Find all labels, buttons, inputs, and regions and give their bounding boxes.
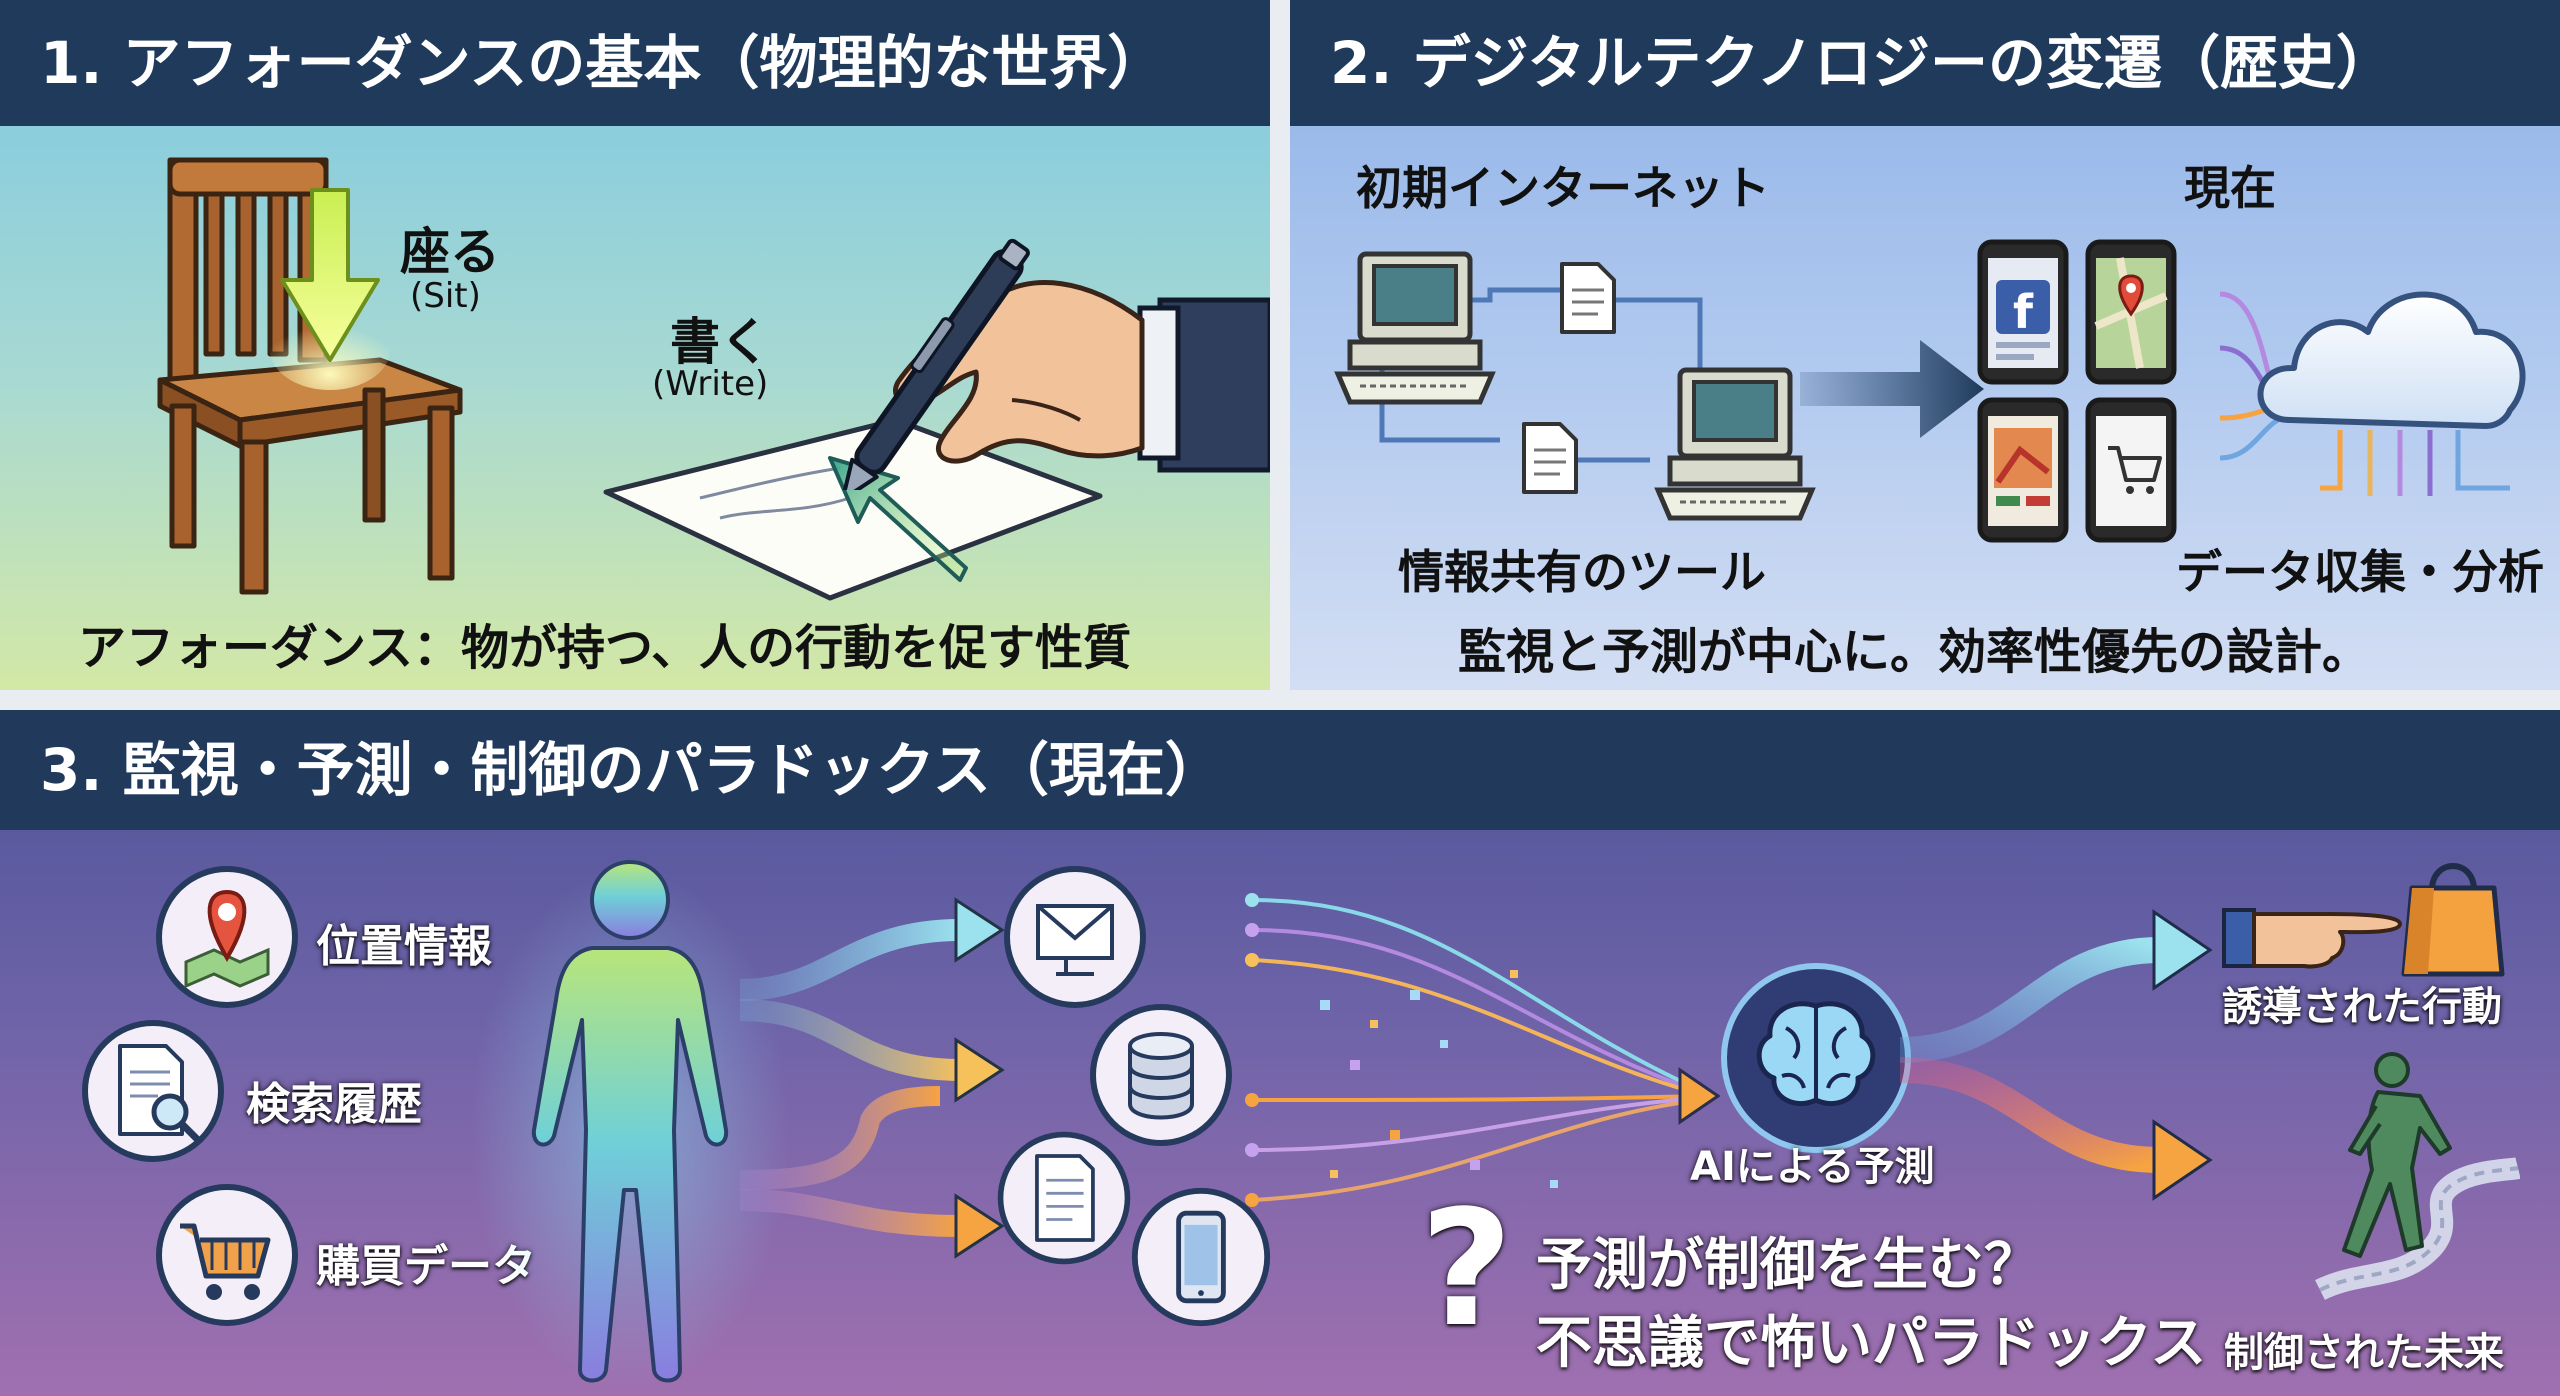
ai-prediction-label: AIによる予測 xyxy=(1690,1144,1935,1190)
shopping-cart-icon xyxy=(156,1184,298,1326)
database-icon xyxy=(1090,1004,1232,1146)
transition-arrow-icon xyxy=(1800,340,1984,438)
facebook-app-icon: f xyxy=(1988,258,2058,368)
panel3-title: 3. 監視・予測・制御のパラドックス（現在） xyxy=(0,710,2560,830)
write-english-label: (Write) xyxy=(652,364,769,404)
map-app-icon xyxy=(2094,257,2168,369)
walking-person-icon xyxy=(2315,1052,2520,1300)
document-icon xyxy=(1560,262,1616,334)
sit-label: 座る xyxy=(400,223,500,281)
question-mark-icon: ? xyxy=(1420,1175,1513,1362)
data-collection-label: データ収集・分析 xyxy=(2176,545,2544,599)
shopping-bag-icon xyxy=(2401,863,2505,977)
surveillance-caption: 監視と予測が中心に。効率性優先の設計。 xyxy=(1458,624,2371,680)
input-search-history-label: 検索履歴 xyxy=(246,1079,422,1130)
output-arrows xyxy=(1900,909,2213,1201)
human-figure-icon xyxy=(470,860,790,1390)
computer-icon xyxy=(1334,251,1496,405)
info-sharing-tool-label: 情報共有のツール xyxy=(1398,545,1766,599)
data-flow-arrows xyxy=(740,897,1005,1259)
input-location-label: 位置情報 xyxy=(316,921,492,972)
pointing-hand-icon xyxy=(2222,908,2402,969)
panel-digital-history: 2. デジタルテクノロジーの変遷（歴史） 初期インターネット 現在 xyxy=(1290,0,2560,690)
panel1-title: 1. アフォーダンスの基本（物理的な世界） xyxy=(0,0,1270,126)
write-label: 書く xyxy=(670,313,770,371)
location-pin-icon xyxy=(156,866,298,1008)
down-arrow-icon xyxy=(270,188,390,390)
present-label: 現在 xyxy=(2184,161,2276,215)
paradox-question-line2: 不思議で怖いパラドックス xyxy=(1536,1311,2207,1376)
svg-text:f: f xyxy=(2013,285,2034,339)
panel2-title: 2. デジタルテクノロジーの変遷（歴史） xyxy=(1290,0,2560,126)
computer-icon xyxy=(1654,367,1816,521)
controlled-future-label: 制御された未来 xyxy=(2224,1330,2504,1376)
early-internet-label: 初期インターネット xyxy=(1356,161,1770,215)
document-icon xyxy=(1522,422,1578,494)
search-document-icon xyxy=(82,1020,224,1162)
paradox-question-line1: 予測が制御を生む？ xyxy=(1536,1233,2040,1298)
affordance-caption: アフォーダンス：物が持つ、人の行動を促す性質 xyxy=(78,620,1132,676)
smartphone-grid: f xyxy=(1977,239,2177,543)
ai-brain-icon xyxy=(1721,963,1911,1153)
cloud-icon xyxy=(2219,291,2526,496)
panel-affordance-basics: 1. アフォーダンスの基本（物理的な世界） 座る (Sit) 書く (Wr xyxy=(0,0,1270,690)
guided-behavior-label: 誘導された行動 xyxy=(2222,984,2502,1030)
shopping-app-icon xyxy=(2096,416,2166,526)
document-icon xyxy=(997,1131,1131,1265)
mail-monitor-icon xyxy=(1004,866,1146,1008)
smartphone-icon xyxy=(1131,1187,1271,1327)
data-streams xyxy=(1245,893,1720,1207)
panel-paradox: 3. 監視・予測・制御のパラドックス（現在） 位置情報 検索履歴 購買データ xyxy=(0,710,2560,1396)
sit-english-label: (Sit) xyxy=(410,276,481,316)
hand-pen-icon xyxy=(840,238,1270,490)
shopping-site-icon xyxy=(1988,416,2058,526)
